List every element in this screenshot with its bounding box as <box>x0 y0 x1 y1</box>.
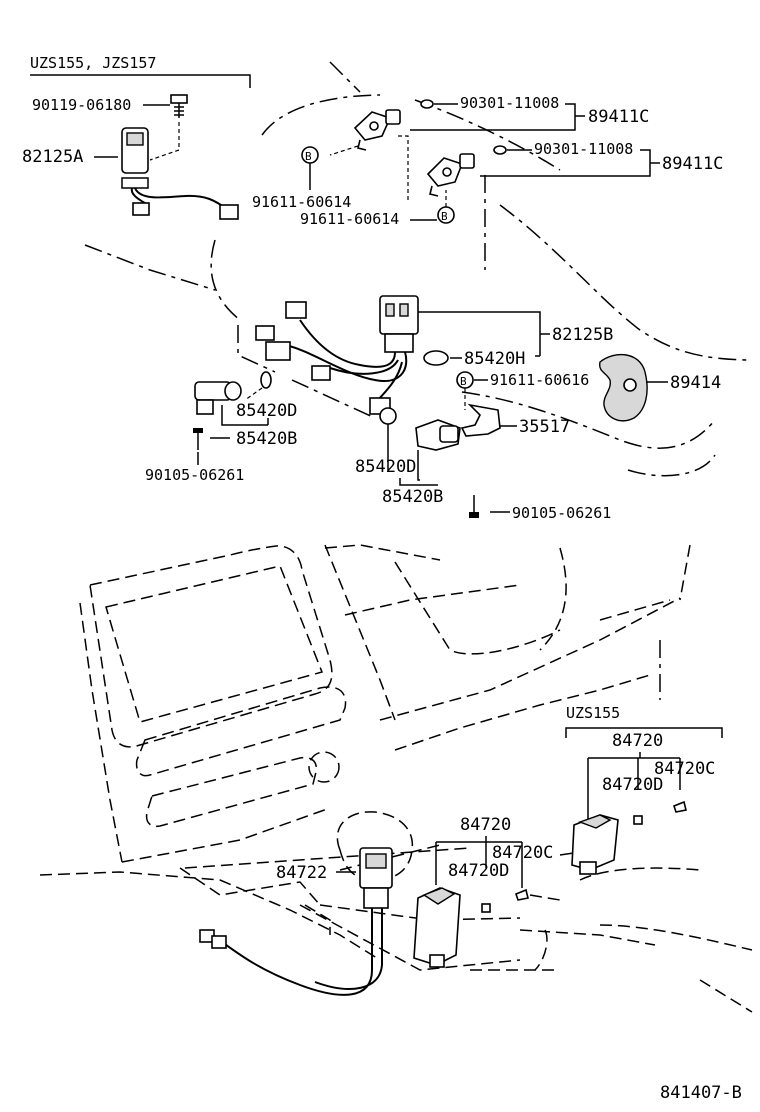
part-91611-60616: B 91611-60616 <box>456 371 589 410</box>
part-35517: 35517 <box>460 403 570 437</box>
label-84720D-upper: 84720D <box>602 775 663 795</box>
part-82125B-harness: 82125B <box>255 295 613 415</box>
label-84720-upper: 84720 <box>612 731 663 751</box>
label-91611-60614-b: 91611-60614 <box>300 210 399 228</box>
bolt-icon <box>469 495 479 518</box>
switch-icon <box>571 814 619 875</box>
part-85420H: 85420H <box>423 349 540 369</box>
part-89411C-lower: 90301-11008 89411C <box>426 140 723 197</box>
bolt-icon <box>193 428 203 450</box>
svg-text:B: B <box>305 150 312 163</box>
screw-icon <box>170 94 188 118</box>
console-outline <box>39 544 753 1013</box>
label-89411C-lower: 89411C <box>662 154 723 174</box>
label-35517: 35517 <box>519 417 570 437</box>
part-85420-left: 85420D 85420B 90105-06261 <box>145 371 297 484</box>
svg-text:B: B <box>460 375 467 388</box>
part-85420-right: 85420D 85420B 90105-06261 <box>355 407 611 522</box>
variant-group-bottom: UZS155 84720 84720C 84720D <box>565 704 723 875</box>
part-84722: 84722 <box>199 811 414 996</box>
switch-group-center: 84720 84720C 84720D <box>413 815 553 968</box>
variant-bracket-top: UZS155, JZS157 <box>30 54 251 88</box>
svg-text:B: B <box>441 210 448 223</box>
label-90105-06261-right: 90105-06261 <box>512 504 611 522</box>
label-85420D-left: 85420D <box>236 401 297 421</box>
part-89411C-upper: 90301-11008 89411C <box>329 94 649 200</box>
label-85420B-left: 85420B <box>236 429 297 449</box>
label-84720C-upper: 84720C <box>654 759 715 779</box>
bolt-marker-a: B 91611-60614 <box>252 146 351 211</box>
part-89414: 89414 <box>598 353 721 422</box>
label-84720C-lower: 84720C <box>492 843 553 863</box>
label-85420D-right: 85420D <box>355 457 416 477</box>
label-90301-11008-lower: 90301-11008 <box>534 140 633 158</box>
switch-icon <box>413 887 461 968</box>
label-84720-lower: 84720 <box>460 815 511 835</box>
variant-label-top: UZS155, JZS157 <box>30 54 156 72</box>
label-85420B-right: 85420B <box>382 487 443 507</box>
sensor-icon <box>426 153 475 197</box>
body-outline-upper <box>84 61 753 477</box>
connector-icon <box>121 127 239 220</box>
sensor-icon <box>353 109 401 151</box>
label-84720D-lower: 84720D <box>448 861 509 881</box>
label-82125A: 82125A <box>22 147 83 167</box>
label-89414: 89414 <box>670 373 721 393</box>
label-91611-60614-a: 91611-60614 <box>252 193 351 211</box>
label-89411C-upper: 89411C <box>588 107 649 127</box>
label-90301-11008-upper: 90301-11008 <box>460 94 559 112</box>
label-82125B: 82125B <box>552 325 613 345</box>
label-90105-06261-left: 90105-06261 <box>145 466 244 484</box>
variant-label-bottom: UZS155 <box>566 704 620 722</box>
label-91611-60616: 91611-60616 <box>490 371 589 389</box>
label-90119-06180: 90119-06180 <box>32 96 131 114</box>
label-84722: 84722 <box>276 863 327 883</box>
bolt-marker-b: 91611-60614 B <box>300 190 455 228</box>
label-85420H: 85420H <box>464 349 525 369</box>
part-82125A-group: 90119-06180 82125A <box>22 94 239 220</box>
drawing-number: 841407-B <box>660 1083 742 1103</box>
